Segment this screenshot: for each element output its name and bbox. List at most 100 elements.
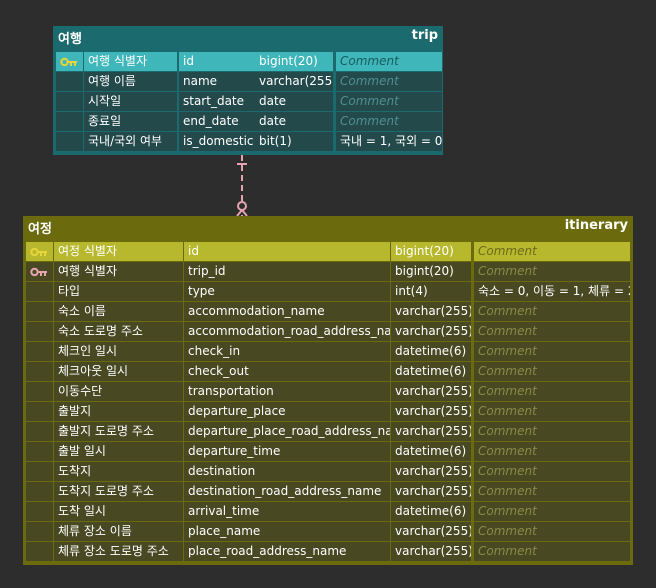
column-comment: 국내 = 1, 국외 = 0 xyxy=(336,132,442,151)
column-data-type: date xyxy=(255,112,333,131)
key-cell xyxy=(26,542,53,561)
column-logical-name: 여행 식별자 xyxy=(84,52,177,71)
column-physical-name: id xyxy=(179,52,255,71)
column-physical-name: accommodation_name xyxy=(184,302,390,321)
key-cell xyxy=(26,422,53,441)
column-comment: Comment xyxy=(474,522,630,541)
key-cell xyxy=(26,502,53,521)
column-logical-name: 종료일 xyxy=(84,112,177,131)
key-cell xyxy=(56,72,83,91)
column-comment: Comment xyxy=(474,302,630,321)
column-data-type: date xyxy=(255,92,333,111)
column-data-type: bigint(20) xyxy=(391,242,471,261)
column-comment: Comment xyxy=(474,402,630,421)
column-logical-name: 이동수단 xyxy=(54,382,183,401)
column-physical-name: end_date xyxy=(179,112,255,131)
column-physical-name: check_out xyxy=(184,362,390,381)
column-logical-name: 국내/국외 여부 xyxy=(84,132,177,151)
column-comment: Comment xyxy=(474,482,630,501)
column-data-type: varchar(255) xyxy=(255,72,333,91)
column-physical-name: start_date xyxy=(179,92,255,111)
itinerary-table-physical-name: itinerary xyxy=(564,218,628,233)
column-data-type: varchar(255) xyxy=(391,422,471,441)
column-data-type: int(4) xyxy=(391,282,471,301)
column-physical-name: transportation xyxy=(184,382,390,401)
column-physical-name: departure_time xyxy=(184,442,390,461)
column-physical-name: destination xyxy=(184,462,390,481)
column-comment: Comment xyxy=(474,242,630,261)
crow-foot-left xyxy=(236,209,243,217)
column-comment: Comment xyxy=(474,422,630,441)
column-logical-name: 도착 일시 xyxy=(54,502,183,521)
column-comment: Comment xyxy=(474,262,630,281)
column-data-type: datetime(6) xyxy=(391,502,471,521)
column-physical-name: is_domestic xyxy=(179,132,255,151)
column-logical-name: 체류 장소 이름 xyxy=(54,522,183,541)
key-cell xyxy=(26,382,53,401)
column-physical-name: arrival_time xyxy=(184,502,390,521)
column-logical-name: 출발 일시 xyxy=(54,442,183,461)
key-cell xyxy=(56,132,83,151)
column-data-type: varchar(255) xyxy=(391,522,471,541)
foreign-key-icon xyxy=(30,267,47,277)
column-physical-name: check_in xyxy=(184,342,390,361)
primary-key-icon xyxy=(60,57,77,67)
column-logical-name: 여행 이름 xyxy=(84,72,177,91)
crow-foot-right xyxy=(241,209,248,217)
key-cell xyxy=(56,112,83,131)
column-data-type: varchar(255) xyxy=(391,542,471,561)
key-cell xyxy=(26,322,53,341)
key-cell xyxy=(26,402,53,421)
column-data-type: varchar(255) xyxy=(391,482,471,501)
zero-cardinality-circle xyxy=(237,201,247,211)
column-data-type: datetime(6) xyxy=(391,342,471,361)
column-comment: Comment xyxy=(474,502,630,521)
column-comment: Comment xyxy=(474,322,630,341)
trip-table-logical-name: 여행 xyxy=(58,32,82,47)
column-physical-name: place_road_address_name xyxy=(184,542,390,561)
column-data-type: varchar(255) xyxy=(391,302,471,321)
column-logical-name: 숙소 도로명 주소 xyxy=(54,322,183,341)
column-logical-name: 숙소 이름 xyxy=(54,302,183,321)
column-comment: Comment xyxy=(336,112,442,131)
key-cell xyxy=(26,282,53,301)
column-physical-name: destination_road_address_name xyxy=(184,482,390,501)
column-logical-name: 시작일 xyxy=(84,92,177,111)
key-cell xyxy=(26,242,53,261)
column-comment: Comment xyxy=(474,342,630,361)
column-logical-name: 체류 장소 도로명 주소 xyxy=(54,542,183,561)
column-comment: Comment xyxy=(474,362,630,381)
key-cell xyxy=(26,362,53,381)
itinerary-table-logical-name: 여정 xyxy=(28,222,52,237)
column-comment: Comment xyxy=(336,72,442,91)
key-cell xyxy=(26,262,53,281)
key-cell xyxy=(56,52,83,71)
column-comment: Comment xyxy=(336,52,442,71)
column-data-type: datetime(6) xyxy=(391,362,471,381)
